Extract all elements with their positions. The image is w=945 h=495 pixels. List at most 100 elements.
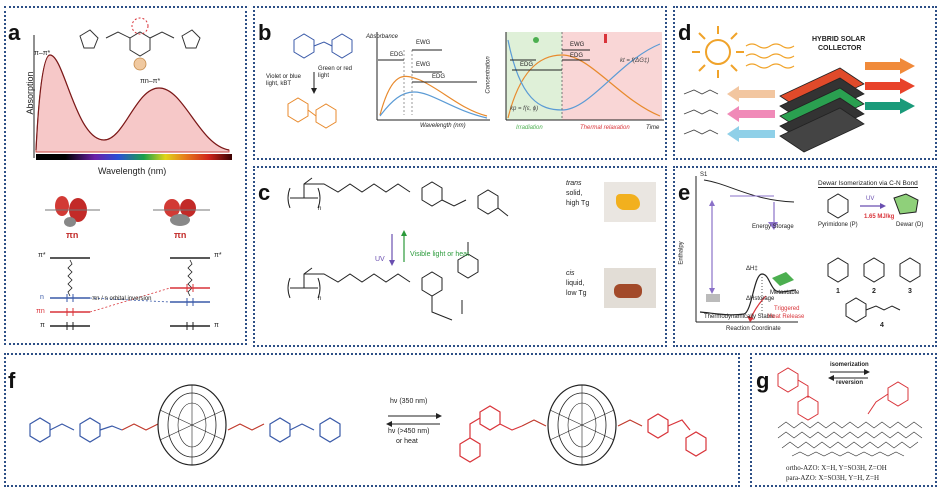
b-edg1: EDG <box>390 52 404 58</box>
a-peak2: πn–π* <box>140 78 161 85</box>
panel-f-label: f <box>8 368 16 393</box>
b-ewg3: EWG <box>570 42 585 48</box>
d-title2: COLLECTOR <box>818 45 862 52</box>
d-sun-icon <box>692 26 744 78</box>
d-title1: HYBRID SOLAR <box>812 36 866 43</box>
d-collector <box>779 67 865 153</box>
b-cond2: Green or red light <box>318 66 353 79</box>
a-level-pi-left: π <box>40 322 45 329</box>
b-ewg2: EWG <box>416 62 431 68</box>
c-cis2: liquid, <box>566 280 585 287</box>
panel-g-label: g <box>756 368 770 393</box>
panel-e-label: e <box>678 180 691 205</box>
e-uv: UV <box>866 196 875 202</box>
panel-g <box>750 353 937 487</box>
c-polymer-structures <box>287 177 509 321</box>
a-orbital-left <box>45 196 100 227</box>
panel-a-spectrum <box>33 35 230 158</box>
e-dh-storage: ΔHstorage <box>746 296 775 302</box>
e-xlabel: Reaction Coordinate <box>726 326 781 332</box>
b-ewg1: EWG <box>416 40 431 46</box>
c-trans1: trans <box>566 180 582 187</box>
f-hv2: hν (>450 nm) <box>388 428 430 435</box>
b-time: Time <box>646 125 660 131</box>
a-peak1: π–π* <box>34 50 51 57</box>
c-photo-cis <box>604 268 656 308</box>
d-arrows <box>727 58 915 142</box>
c-cis1: cis <box>566 270 575 277</box>
a-level-pistar-left: π* <box>38 252 46 259</box>
b-thermal: Thermal relaxation <box>580 125 630 131</box>
a-orbital-right <box>153 199 210 226</box>
e-energy-storage: Energy Storage <box>752 224 794 230</box>
g-ortho: ortho-AZO: X=H, Y=SO3H, Z=OH <box>786 464 887 472</box>
a-orb-left-label: πn <box>66 230 79 240</box>
panel-d-label: d <box>678 20 692 45</box>
e-ylabel: Enthalpy <box>678 241 685 265</box>
d-molecules <box>683 89 719 135</box>
f-azo-right <box>459 384 707 466</box>
panel-a-molecule <box>79 17 201 71</box>
b-cond1: Violet or blue light, kBT <box>266 74 301 87</box>
e-num1: 1 <box>836 288 840 295</box>
b-kt: kt = f(ΔG‡) <box>620 58 650 64</box>
e-dewar-scheme <box>827 193 921 323</box>
e-thermo: Thermodynamically Stable <box>704 314 775 320</box>
c-trans3: high Tg <box>566 200 590 207</box>
b-absorbance-plot <box>376 32 490 121</box>
a-orb-right-label: πn <box>174 230 187 240</box>
a-inversion: πn / n orbital inversion <box>92 296 152 302</box>
c-visible: Visible light or heat <box>410 251 470 258</box>
a-xlabel: Wavelength (nm) <box>98 166 167 176</box>
b-concentration-plot <box>505 32 664 121</box>
f-arrows <box>386 413 442 427</box>
b-edg4: EDG <box>570 53 584 59</box>
f-heat: or heat <box>396 438 418 445</box>
panel-c <box>253 166 667 347</box>
g-graphene-azo <box>777 367 923 457</box>
c-photo-trans <box>604 182 656 222</box>
e-dewar-title: Dewar Isomerization via C-N Bond <box>818 180 918 188</box>
e-energy: 1.65 MJ/kg <box>864 214 895 220</box>
b-abs-ylabel: Absorbance <box>366 34 399 40</box>
panel-a-label: a <box>8 20 21 45</box>
panel-f <box>4 353 740 487</box>
e-pyrimidone: Pyrimidone (P) <box>818 222 858 228</box>
b-edg3: EDG <box>520 62 534 68</box>
c-uv: UV <box>375 256 385 263</box>
g-iso1: isomerization <box>830 362 869 368</box>
g-iso2: reversion <box>836 380 864 386</box>
e-s1: S1 <box>700 172 708 178</box>
e-dewar: Dewar (D) <box>896 222 924 228</box>
e-num2: 2 <box>872 288 876 295</box>
c-trans2: solid, <box>566 190 583 197</box>
panel-b-label: b <box>258 20 272 45</box>
e-num4: 4 <box>880 322 884 329</box>
a-level-pistar-right: π* <box>214 252 222 259</box>
c-n1: n <box>318 206 322 212</box>
c-n2: n <box>318 296 322 302</box>
e-metastable: Metastable <box>770 290 800 296</box>
b-molecule <box>287 33 353 129</box>
f-azo-left <box>29 384 341 466</box>
e-dh-ts: ΔH‡ <box>746 266 758 272</box>
a-level-pi-right: π <box>214 322 219 329</box>
a-ylabel: Absorption <box>25 71 35 115</box>
c-cis3: low Tg <box>566 290 587 297</box>
a-level-pin: πn <box>36 308 45 315</box>
f-hv1: hν (350 nm) <box>390 398 428 405</box>
a-energy-diagram <box>50 257 210 330</box>
panel-c-label: c <box>258 180 271 205</box>
b-abs-xlabel: Wavelength (nm) <box>420 123 466 129</box>
g-para: para-AZO: X=SO3H, Y=H, Z=H <box>786 474 880 482</box>
panel-e <box>673 166 937 347</box>
b-irradiation: Irradiation <box>516 125 543 131</box>
d-light-rays <box>745 43 795 69</box>
a-spectrum-bar <box>36 154 232 160</box>
e-energy-landscape <box>695 176 798 323</box>
e-triggered1: Triggered <box>774 306 800 312</box>
a-level-n: n <box>40 294 44 301</box>
b-edg2: EDG <box>432 74 446 80</box>
e-triggered2: Heat Release <box>768 314 805 320</box>
b-kp: kp = f(ε, ϕ) <box>510 106 539 112</box>
